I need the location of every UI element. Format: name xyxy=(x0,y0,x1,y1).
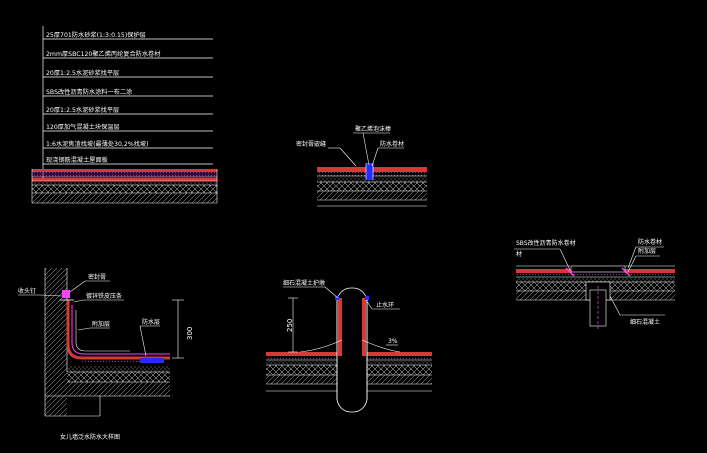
pipe-label-right: 止水环 xyxy=(376,301,394,309)
joint-detail: 密封膏嵌缝 聚乙烯泡沫棒 防水卷材 xyxy=(296,125,427,207)
legend-layer-5: 20厚1:2.5水泥砂浆找平层 xyxy=(46,106,119,114)
joint-label-right: 防水卷材 xyxy=(380,140,404,148)
parapet-label-additional: 附加层 xyxy=(92,320,110,328)
parapet-label-mid: 镀锌铁皮压条 xyxy=(86,292,122,300)
joint-label-left: 密封膏嵌缝 xyxy=(296,140,326,148)
parapet-dimension: 300 xyxy=(186,327,194,340)
joint-label-top: 聚乙烯泡沫棒 xyxy=(355,125,391,133)
drain-label-right-mid: 附加层 xyxy=(638,247,656,255)
drain-label-left: SBS改性沥青防水卷材 xyxy=(516,239,576,247)
parapet-label-left: 收头钉 xyxy=(18,287,36,295)
legend-layer-3: 20厚1:2.5水泥砂浆找平层 xyxy=(46,69,119,77)
pipe-slope: 3% xyxy=(388,338,398,345)
drain-label-left-cont: 材 xyxy=(516,250,522,258)
legend-layer-4: SBS改性沥青防水涂料一布二涂 xyxy=(46,88,132,96)
legend-layer-8: 现浇钢筋混凝土屋面板 xyxy=(46,156,108,164)
legend-layer-7: 1:6水泥焦渣找坡(最薄处30,2%找坡) xyxy=(46,140,149,148)
parapet-label-top: 密封膏 xyxy=(88,273,106,281)
drain-detail: SBS改性沥青防水卷材 材 防水卷材 附加层 细石混凝土 xyxy=(514,238,675,330)
drain-label-right-top: 防水卷材 xyxy=(638,238,662,246)
joint-filler xyxy=(366,163,373,180)
pipe-detail: 250 细石混凝土护墩 止水环 3% xyxy=(266,279,432,413)
parapet-label-membrane: 防水层 xyxy=(142,318,160,326)
parapet-caption: 女儿墙泛水防水大样图 xyxy=(60,433,120,441)
drain-label-bottom: 细石混凝土 xyxy=(630,318,660,326)
pipe-dimension: 250 xyxy=(286,319,294,332)
legend-layer-6: 120厚加气混凝土块保温层 xyxy=(46,123,120,131)
layer-legend: 25厚701防水砂浆(1:3:0.15)保护层 2mm厚SBC120聚乙烯丙纶复… xyxy=(42,26,213,178)
parapet-detail: 300 收头钉 密封膏 镀锌铁皮压条 附加层 防水层 女儿墙泛水防水大样图 xyxy=(18,268,194,441)
legend-layer-2: 2mm厚SBC120聚乙烯丙纶复合防水卷材 xyxy=(46,50,160,58)
roof-section xyxy=(31,169,218,204)
pipe-label-top: 细石混凝土护墩 xyxy=(283,279,325,287)
legend-layer-1: 25厚701防水砂浆(1:3:0.15)保护层 xyxy=(46,31,146,39)
